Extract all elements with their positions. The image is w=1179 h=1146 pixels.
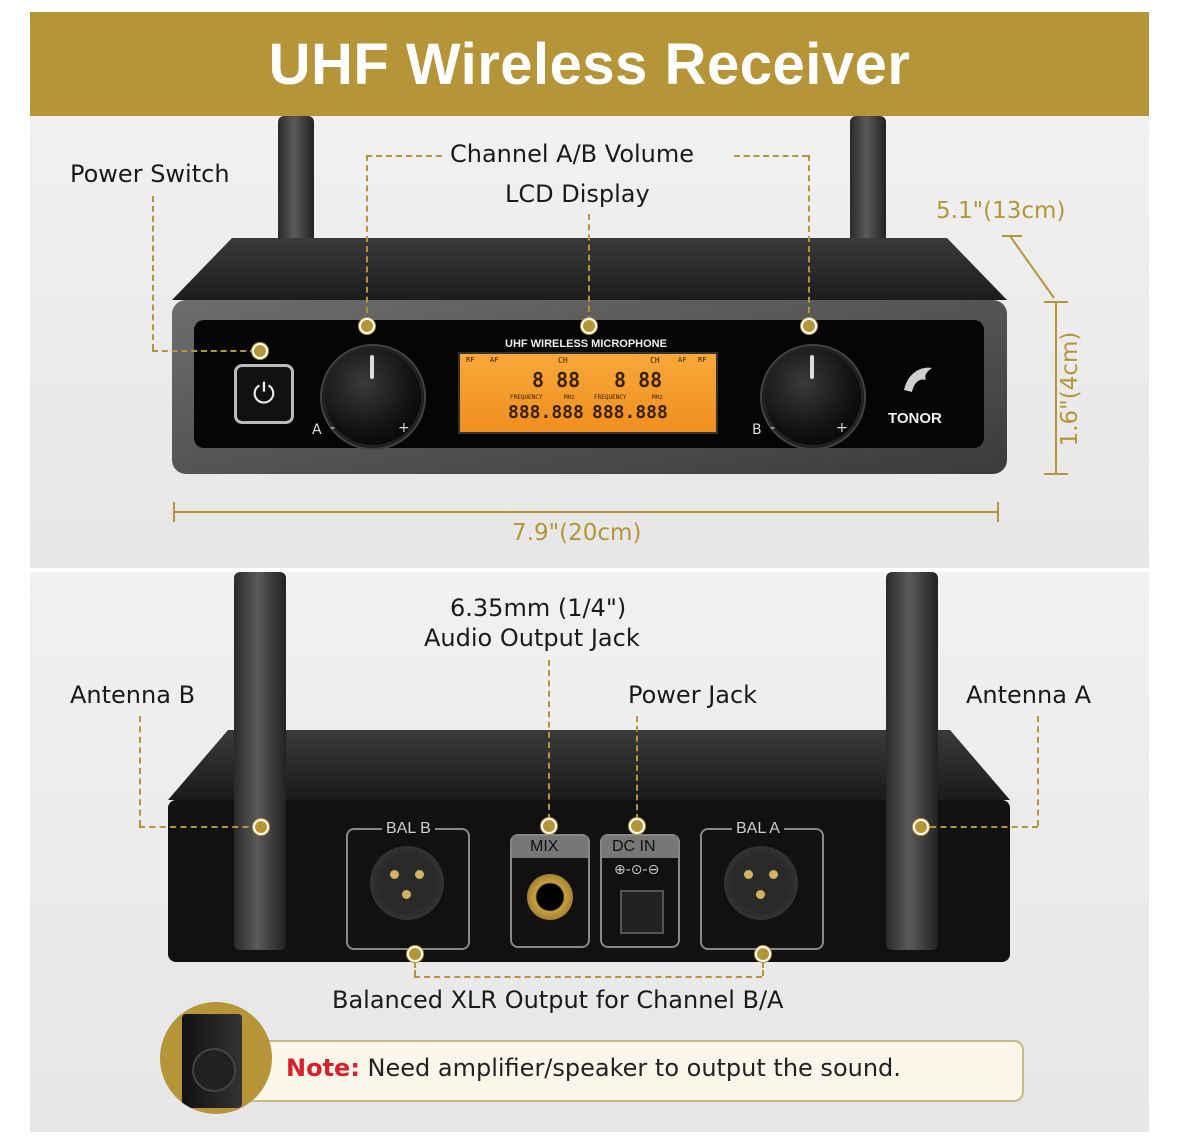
callout-antenna-a-h — [920, 826, 1038, 828]
callout-power-jack-dot — [629, 818, 645, 834]
lcd-mhz-right: MHz — [652, 394, 663, 401]
label-power-switch: Power Switch — [70, 160, 230, 188]
power-button[interactable]: ⏻ — [234, 364, 294, 424]
callout-volume-left-v — [366, 155, 368, 323]
callout-xlr-h — [414, 976, 762, 978]
lcd-af-left: AF — [490, 356, 499, 364]
lcd-channel-a-digits: 8 88 — [532, 368, 581, 392]
note-text: Need amplifier/speaker to output the sou… — [359, 1054, 901, 1082]
lcd-frequency-b: 888.888 — [592, 402, 668, 423]
callout-volume-right-h — [734, 155, 808, 157]
callout-mix-dot — [541, 818, 557, 834]
xlr-a-frame — [700, 828, 824, 950]
front-antenna-right — [850, 116, 886, 256]
mix-frame: MIX — [510, 834, 590, 948]
speaker-image — [182, 1014, 242, 1108]
knob-b-minus: - — [770, 420, 776, 436]
lcd-rf-left: RF — [466, 356, 475, 364]
lcd-frequency-a: 888.888 — [508, 402, 584, 423]
callout-mix-v — [548, 660, 550, 820]
callout-volume-right-dot — [801, 318, 817, 334]
dc-in-label: DC IN — [612, 838, 656, 855]
lcd-ch-left: CH — [558, 356, 568, 365]
lcd-freq-left: FREQUENCY — [510, 394, 543, 401]
callout-lcd-v — [588, 214, 590, 322]
callout-power-h — [152, 350, 256, 352]
xlr-b-frame — [346, 828, 470, 950]
volume-knob-a[interactable] — [322, 346, 424, 448]
knob-a-minus: - — [330, 420, 336, 436]
label-audio-output-jack: Audio Output Jack — [424, 624, 640, 652]
note-label: Note: — [286, 1054, 360, 1082]
callout-power-v — [152, 196, 154, 350]
antenna-b — [234, 572, 286, 950]
brand-label: TONOR — [888, 410, 942, 427]
callout-antenna-a-dot — [913, 819, 929, 835]
label-antenna-a: Antenna A — [966, 681, 1091, 709]
lcd-mhz-left: MHz — [564, 394, 575, 401]
title-bar: UHF Wireless Receiver — [30, 12, 1149, 116]
knob-b-plus: + — [836, 420, 848, 436]
callout-volume-left-h — [366, 155, 442, 157]
dimension-height: 1.6"(4cm) — [1057, 331, 1083, 447]
note-box: Note: Need amplifier/speaker to output t… — [238, 1040, 1024, 1102]
label-xlr-output: Balanced XLR Output for Channel B/A — [332, 986, 784, 1014]
label-channel-volume: Channel A/B Volume — [450, 140, 695, 168]
callout-xlr-right-v — [762, 954, 764, 976]
speaker-thumbnail — [160, 1002, 272, 1114]
bal-b-label: BAL B — [382, 820, 435, 838]
dimension-width: 7.9"(20cm) — [512, 520, 642, 546]
front-antenna-left — [278, 116, 314, 256]
lcd-af-right: AF — [678, 356, 687, 364]
label-antenna-b: Antenna B — [70, 681, 196, 709]
knob-a-label: A — [312, 422, 322, 438]
lcd-channel-b-digits: 8 88 — [614, 368, 663, 392]
knob-b-label: B — [752, 422, 762, 438]
panel-model-label: UHF WIRELESS MICROPHONE — [505, 338, 667, 350]
page-title: UHF Wireless Receiver — [268, 31, 911, 97]
callout-antenna-b-dot — [253, 819, 269, 835]
callout-volume-right-v — [808, 155, 810, 323]
callout-lcd-dot — [581, 318, 597, 334]
callout-xlr-left-dot — [407, 946, 423, 962]
callout-volume-left-dot — [359, 318, 375, 334]
polarity-icon: ⊕-⊙-⊖ — [614, 862, 660, 878]
lcd-ch-right: CH — [650, 356, 660, 365]
volume-knob-b[interactable] — [762, 346, 864, 448]
xlr-a-connector[interactable] — [724, 846, 798, 920]
callout-antenna-b-v — [139, 716, 141, 826]
callout-power-jack-v — [636, 716, 638, 820]
dolphin-logo-icon — [898, 362, 938, 398]
dc-in-label-bg — [602, 836, 678, 858]
callout-antenna-b-h — [139, 826, 259, 828]
label-power-jack: Power Jack — [628, 681, 758, 709]
lcd-freq-right: FREQUENCY — [594, 394, 627, 401]
callout-xlr-right-dot — [755, 946, 771, 962]
dimension-lines — [1002, 235, 1068, 475]
dimension-width-line — [173, 502, 999, 522]
lcd-rf-right: RF — [698, 356, 707, 364]
dimension-depth: 5.1"(13cm) — [936, 198, 1066, 224]
mix-label: MIX — [530, 838, 559, 855]
label-audio-jack-size: 6.35mm (1/4") — [450, 594, 627, 622]
callout-antenna-a-v — [1037, 716, 1039, 826]
knob-a-plus: + — [398, 420, 410, 436]
label-lcd-display: LCD Display — [505, 180, 650, 208]
power-icon: ⏻ — [252, 377, 276, 410]
xlr-b-connector[interactable] — [370, 846, 444, 920]
power-jack[interactable] — [620, 890, 664, 934]
bal-a-label: BAL A — [732, 820, 784, 838]
callout-power-dot — [252, 343, 268, 359]
antenna-a — [886, 572, 938, 950]
mix-label-bg — [512, 836, 588, 858]
callout-xlr-left-v — [414, 954, 416, 976]
audio-output-jack[interactable] — [527, 874, 573, 920]
dc-in-frame: DC IN ⊕-⊙-⊖ — [600, 834, 680, 948]
lcd-screen: RF AF CH CH AF RF 8 88 8 88 FREQUENCY MH… — [458, 352, 718, 434]
